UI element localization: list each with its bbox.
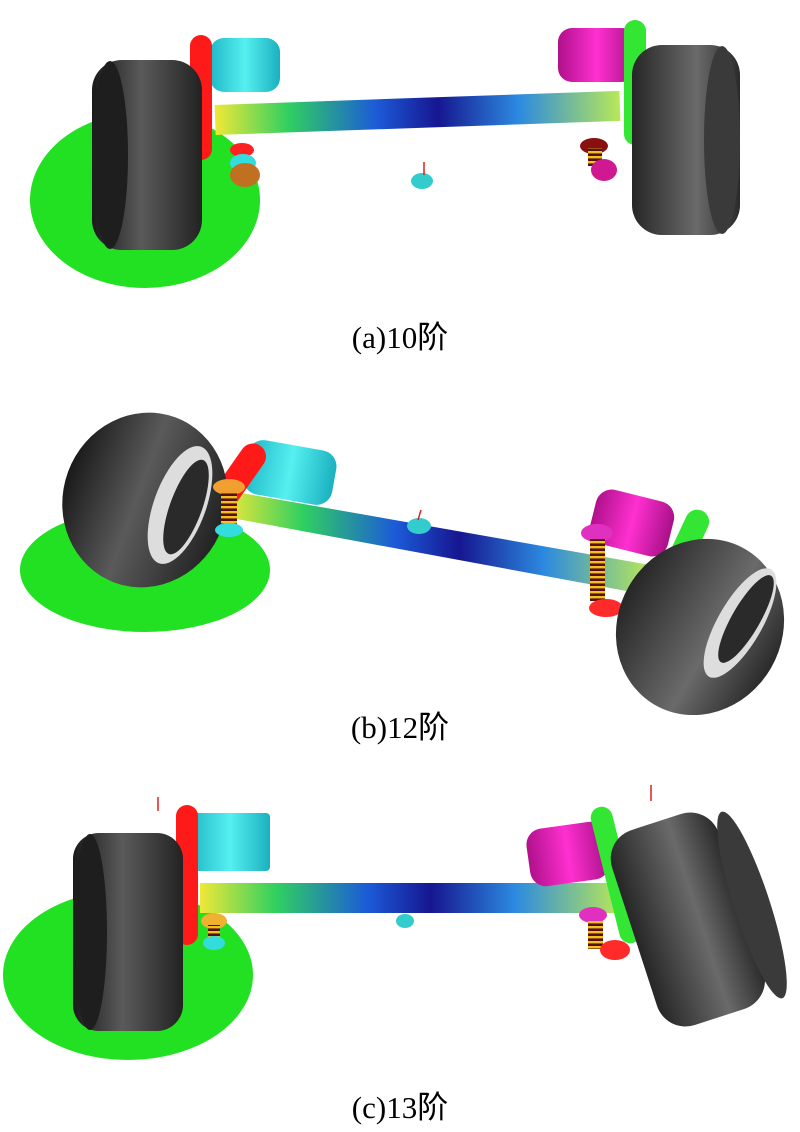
center-marker <box>407 518 431 534</box>
caption-a: (a)10阶 <box>351 320 449 355</box>
spring-left <box>213 479 245 537</box>
spring-right <box>580 138 617 181</box>
cylinder-right <box>526 821 610 887</box>
axle-beam <box>226 491 650 595</box>
axle-beam <box>214 90 621 135</box>
mode-shape-panel-a <box>0 0 800 300</box>
tire-left <box>73 833 183 1031</box>
center-marker <box>396 914 414 928</box>
cylinder-left <box>190 813 270 871</box>
caption-c: (c)13阶 <box>351 1090 449 1125</box>
tire-right <box>615 538 785 715</box>
cylinder-right <box>558 28 636 82</box>
axle-beam <box>200 883 620 913</box>
suspension-model-a <box>30 20 740 288</box>
spring-right <box>581 524 623 617</box>
cylinder-left <box>243 440 337 505</box>
suspension-model-b <box>20 412 785 715</box>
center-marker <box>411 173 433 189</box>
tire-right <box>610 811 787 1027</box>
mode-shape-panel-c <box>0 775 800 1075</box>
caption-b: (b)12阶 <box>350 710 450 745</box>
tire-left <box>62 412 228 588</box>
spring-left <box>201 913 227 950</box>
cylinder-right <box>589 489 675 557</box>
tire-left <box>92 60 202 250</box>
tire-right <box>632 45 740 235</box>
cylinder-left <box>210 38 280 92</box>
suspension-model-c <box>3 785 787 1060</box>
spring-right <box>579 907 630 960</box>
mode-shape-panel-b <box>0 395 800 715</box>
marker-arrow <box>417 509 422 521</box>
spring-left <box>230 143 260 187</box>
